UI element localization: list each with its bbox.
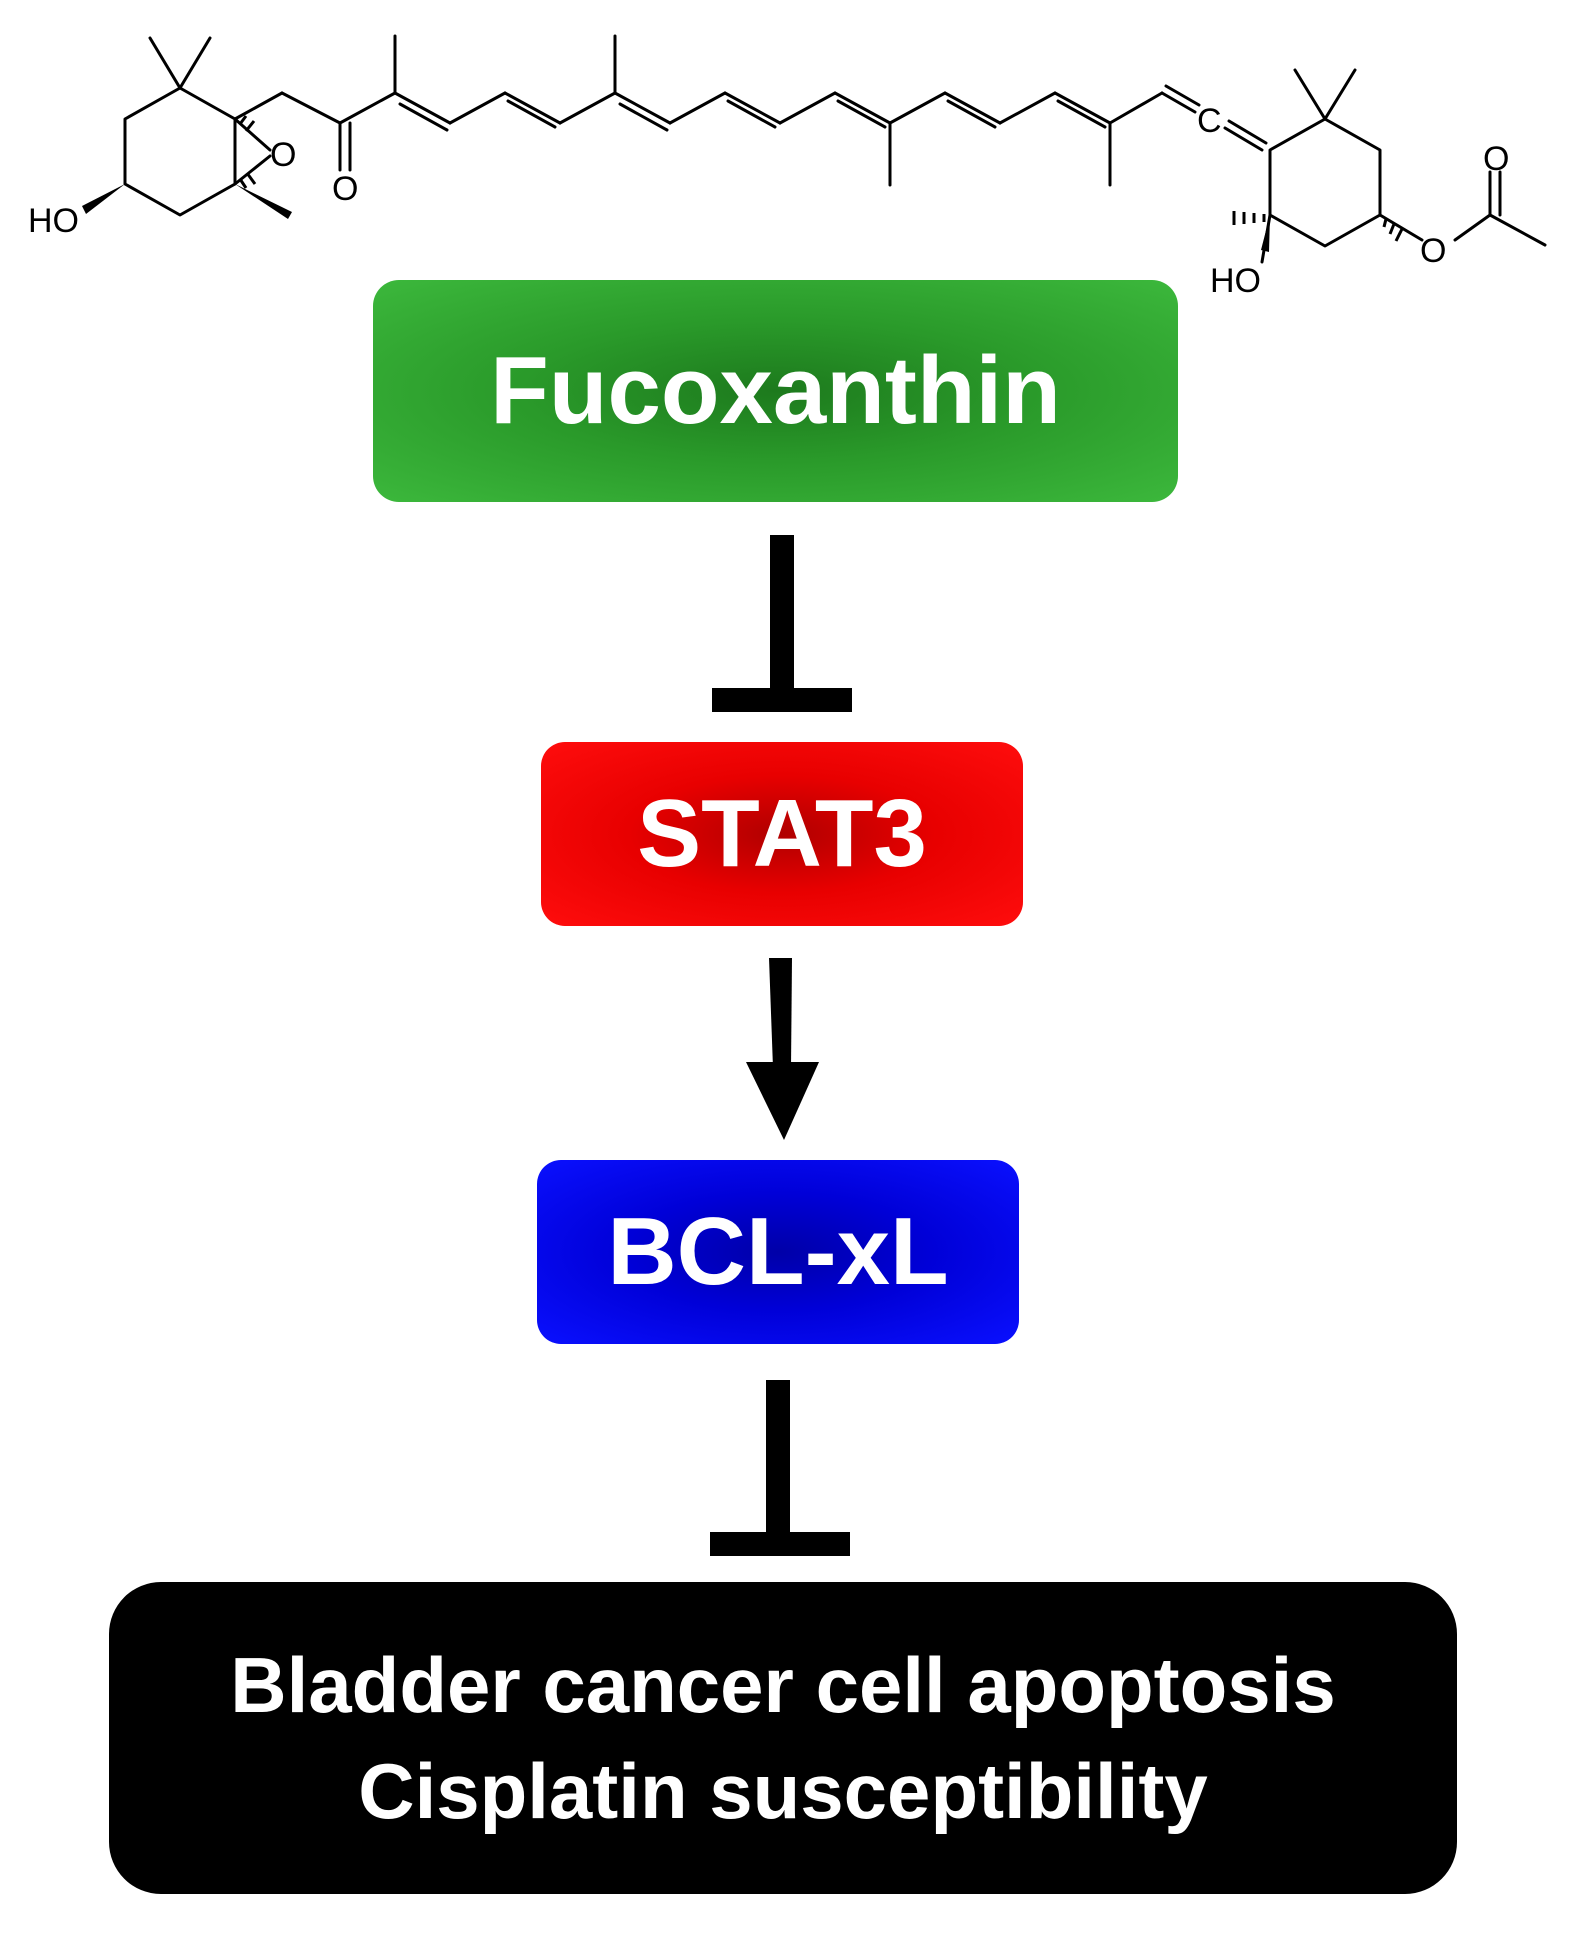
atom-ho-right: HO [1210, 262, 1261, 300]
bclxl-label: BCL-xL [607, 1198, 949, 1305]
atom-o-carbonyl: O [1483, 140, 1509, 178]
atom-o-ketone: O [332, 170, 358, 208]
atom-o-ester: O [1420, 232, 1446, 270]
fucoxanthin-node: Fucoxanthin [373, 280, 1178, 502]
atom-o-epoxide: O [270, 136, 296, 174]
atom-ho-left: HO [28, 202, 79, 240]
inhibition-edge-bclxl-outcome [710, 1380, 850, 1556]
bclxl-node: BCL-xL [537, 1160, 1019, 1344]
atom-c-allene: C [1197, 102, 1222, 140]
stat3-node: STAT3 [541, 742, 1023, 926]
outcome-node: Bladder cancer cell apoptosis Cisplatin … [109, 1582, 1457, 1894]
activation-arrow-stat3-bclxl [746, 958, 819, 1140]
fucoxanthin-label: Fucoxanthin [490, 337, 1061, 444]
inhibition-edge-fucoxanthin-stat3 [712, 535, 852, 712]
outcome-label-apoptosis: Bladder cancer cell apoptosis [230, 1641, 1336, 1729]
stat3-label: STAT3 [637, 780, 927, 887]
fucoxanthin-structure: HO O O C HO O O [28, 34, 1547, 300]
outcome-label-cisplatin: Cisplatin susceptibility [358, 1747, 1208, 1835]
